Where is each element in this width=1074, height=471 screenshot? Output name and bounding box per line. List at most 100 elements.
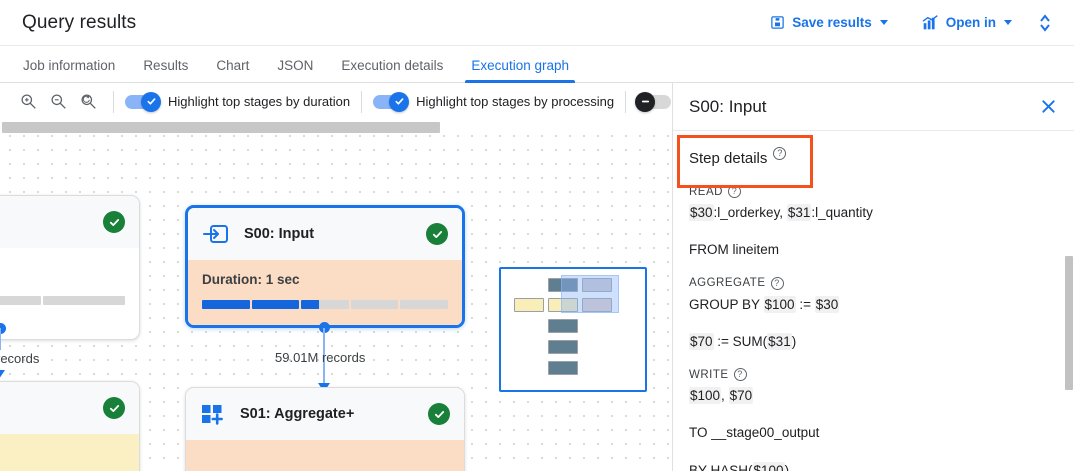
- edge-line: [0, 328, 1, 350]
- bar-segment: [202, 300, 250, 309]
- bar-chart-icon: [922, 15, 939, 30]
- edge-label-left: records: [0, 351, 40, 366]
- write-keyword: WRITE ?: [689, 368, 1058, 381]
- chevron-down-icon: [1004, 20, 1012, 25]
- minimap-node: [548, 319, 578, 333]
- chevron-down-icon: [879, 20, 888, 25]
- read-line-2: FROM lineitem: [689, 242, 780, 258]
- check-circle-icon: [103, 211, 125, 233]
- zoom-controls: [0, 88, 102, 116]
- read-label: READ: [689, 185, 723, 198]
- scrollbar-thumb[interactable]: [2, 122, 440, 133]
- canvas-horizontal-scrollbar[interactable]: [0, 120, 672, 134]
- tab-bar: Job information Results Chart JSON Execu…: [0, 46, 1074, 83]
- zoom-in-button[interactable]: [14, 88, 42, 116]
- open-in-button[interactable]: Open in: [912, 9, 1022, 36]
- header-actions: Save results Open in: [760, 7, 1074, 39]
- toggle-third[interactable]: [635, 91, 672, 112]
- aggregate-keyword: AGGREGATE ?: [689, 276, 1058, 290]
- graph-node-partial-lower[interactable]: [0, 381, 140, 471]
- panel-title: S00: Input: [689, 96, 767, 116]
- tab-results[interactable]: Results: [143, 57, 189, 73]
- tab-job-information[interactable]: Job information: [23, 57, 116, 73]
- minimap-node: [548, 278, 578, 292]
- minimap-node: [548, 361, 578, 375]
- save-results-button[interactable]: Save results: [760, 9, 898, 36]
- edge-arrow-icon: [0, 370, 5, 379]
- help-circle-icon[interactable]: ?: [733, 368, 747, 381]
- save-disk-icon: [770, 15, 785, 30]
- graph-node-s01-aggregate[interactable]: S01: Aggregate+: [185, 387, 465, 471]
- bar-segment: [301, 300, 349, 309]
- aggregate-line-1: GROUP BY $100 := $30: [689, 295, 840, 313]
- aggregate-label: AGGREGATE: [689, 277, 766, 289]
- read-line-1: $30:l_orderkey, $31:l_quantity: [689, 204, 873, 221]
- zoom-out-icon: [50, 94, 66, 109]
- write-line-1: $100, $70: [689, 387, 754, 404]
- switch-track: [373, 91, 410, 112]
- node-progress-bar: [0, 296, 125, 305]
- help-circle-icon[interactable]: ?: [727, 185, 741, 198]
- node-header: [0, 196, 139, 248]
- edge-connector-dot: [319, 322, 330, 333]
- help-circle-icon[interactable]: ?: [773, 147, 787, 160]
- node-title: S01: Aggregate+: [240, 406, 355, 422]
- check-icon: [146, 98, 155, 105]
- toolbar-divider: [113, 90, 114, 113]
- zoom-reset-button[interactable]: [74, 88, 102, 116]
- input-arrow-icon: [202, 222, 230, 246]
- expand-collapse-chevrons-icon: [1040, 13, 1050, 32]
- tab-execution-graph[interactable]: Execution graph: [457, 58, 583, 83]
- step-details-heading: Step details ?: [689, 147, 1058, 169]
- switch-knob: [141, 91, 161, 112]
- switch-knob: [635, 91, 656, 112]
- node-title: S00: Input: [244, 226, 315, 242]
- write-line-2: TO __stage00_output: [689, 425, 820, 441]
- bar-segment: [251, 300, 300, 309]
- toggle-highlight-duration[interactable]: Highlight top stages by duration: [125, 91, 351, 112]
- aggregate-line-2: $70 := SUM($31): [689, 332, 797, 350]
- write-line-3: BY HASH($100): [689, 461, 1058, 471]
- close-icon[interactable]: [1028, 87, 1068, 127]
- toolbar-divider: [361, 90, 363, 113]
- graph-minimap[interactable]: [499, 267, 647, 392]
- minus-icon: [641, 100, 649, 103]
- help-circle-icon[interactable]: ?: [770, 276, 784, 290]
- check-circle-icon: [426, 223, 448, 245]
- node-header: S01: Aggregate+: [186, 388, 464, 440]
- step-details-label: Step details: [689, 149, 768, 167]
- panel-header: S00: Input: [673, 83, 1074, 131]
- node-header: S00: Input: [188, 208, 462, 260]
- check-circle-icon: [428, 403, 450, 425]
- tab-json[interactable]: JSON: [277, 57, 314, 73]
- node-body: [0, 248, 139, 305]
- execution-graph-canvas[interactable]: records S00: Input Duration: 1 sec: [0, 120, 672, 471]
- tab-chart[interactable]: Chart: [216, 57, 250, 73]
- toggle-highlight-processing[interactable]: Highlight top stages by processing: [373, 91, 615, 112]
- graph-node-s00-input[interactable]: S00: Input Duration: 1 sec: [185, 205, 465, 328]
- minimap-node: [548, 298, 578, 312]
- panel-body: Step details ? READ ? $30:l_orderkey, $3…: [673, 131, 1074, 471]
- switch-knob: [389, 91, 410, 112]
- tab-execution-details[interactable]: Execution details: [341, 57, 444, 73]
- node-body: [0, 434, 139, 471]
- page-title: Query results: [22, 11, 137, 33]
- edge-label-records: 59.01M records: [275, 350, 366, 365]
- toggle-duration-label: Highlight top stages by duration: [168, 94, 351, 109]
- minimap-node: [548, 340, 578, 354]
- step-details-panel: S00: Input Step details ? READ ? $30:l_o…: [672, 83, 1074, 471]
- node-progress-bar: [202, 300, 448, 309]
- toggle-processing-label: Highlight top stages by processing: [416, 94, 615, 109]
- minimap-node: [582, 298, 612, 312]
- node-header: [0, 382, 139, 434]
- expand-collapse-button[interactable]: [1022, 7, 1062, 39]
- zoom-out-button[interactable]: [44, 88, 72, 116]
- aggregate-grid-plus-icon: [200, 402, 226, 426]
- node-duration-label: Duration: 1 sec: [202, 272, 300, 287]
- minimap-viewport[interactable]: [561, 275, 619, 313]
- bar-segment: [0, 296, 41, 305]
- panel-vertical-scrollbar[interactable]: [1065, 256, 1073, 390]
- check-circle-icon: [103, 397, 125, 419]
- edge-connector-dot: [0, 323, 6, 334]
- graph-node-partial-upper[interactable]: [0, 195, 140, 340]
